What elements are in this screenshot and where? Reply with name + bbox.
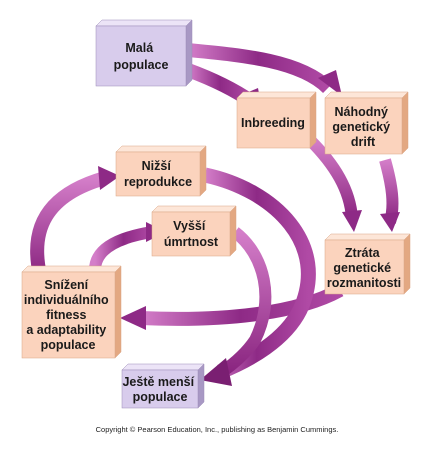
arrow-snizeni-to-vyssi [89, 226, 154, 271]
svg-text:Snížení individuálního: Snížení individuálního fitness a adaptab… [24, 278, 112, 352]
arrow-mala-to-drift [187, 43, 333, 94]
copyright-text: Copyright © Pearson Education, Inc., pub… [95, 425, 339, 434]
arrow-drift-to-ztrata [379, 158, 399, 224]
label-nizsi-1: Nižší [142, 159, 172, 173]
label-drift-2: genetický [332, 120, 390, 134]
label-snizeni-1: Snížení [44, 278, 88, 292]
label-nizsi-2: reprodukce [124, 175, 192, 189]
box-vyssi-umrtnost: Vyšší úmrtnost [151, 205, 237, 257]
arrowhead-ztrata-to-snizeni [120, 306, 146, 330]
label-mala-populace-1: Malá [125, 41, 153, 55]
label-snizeni-2: individuálního [24, 293, 109, 307]
label-mala-populace-2: populace [114, 58, 169, 72]
arrow-nizsi-to-jeste [203, 167, 316, 379]
label-drift-3: drift [351, 135, 376, 149]
svg-text:Vyšší úmrtnost: Vyšší úmrtnost [164, 219, 219, 249]
arrow-inbreeding-to-ztrata [305, 135, 358, 219]
svg-text:Malá populace: Malá populace [114, 41, 169, 72]
label-vyssi-2: úmrtnost [164, 235, 219, 249]
arrowhead-drift-to-ztrata [380, 212, 400, 232]
box-nahodny-drift: Náhodný genetický drift [324, 91, 409, 155]
box-snizeni-fitness: Snížení individuálního fitness a adaptab… [21, 265, 122, 359]
arrowhead-to-jeste [200, 358, 232, 386]
box-nizsi-reprodukce: Nižší reprodukce [115, 145, 207, 197]
label-jeste-2: populace [133, 390, 188, 404]
arrowhead-mala-to-drift [318, 70, 342, 96]
arrowhead-inbreeding-to-ztrata [342, 210, 362, 232]
label-snizeni-4: a adaptability [26, 323, 106, 337]
label-ztrata-1: Ztráta [345, 246, 381, 260]
arrow-vyssi-to-jeste [218, 227, 272, 377]
label-drift-1: Náhodný [335, 105, 389, 119]
label-ztrata-3: rozmanitosti [327, 276, 401, 290]
arrowhead-snizeni-to-nizsi [98, 166, 120, 190]
label-vyssi-1: Vyšší [173, 219, 206, 233]
svg-text:Ztráta genetické r: Ztráta genetické rozmanitosti [327, 246, 401, 290]
svg-text:Inbreeding: Inbreeding [241, 116, 305, 130]
svg-text:Náhodný genetický: Náhodný genetický drift [332, 105, 393, 149]
label-snizeni-3: fitness [46, 308, 86, 322]
label-jeste-1: Ještě menší [122, 375, 194, 389]
label-inbreeding: Inbreeding [241, 116, 305, 130]
box-jeste-mensi-populace: Ještě menší populace [121, 363, 205, 409]
svg-text:Nižší reprodukce: Nižší reprodukce [124, 159, 192, 189]
box-mala-populace: Malá populace [95, 19, 193, 87]
arrow-snizeni-to-nizsi [30, 171, 107, 277]
label-snizeni-5: populace [41, 338, 96, 352]
box-ztrata-rozmanitosti: Ztráta genetické rozmanitosti [324, 233, 411, 295]
label-ztrata-2: genetické [333, 261, 391, 275]
box-inbreeding: Inbreeding [236, 91, 317, 149]
svg-text:Ještě menší populace: Ještě menší populace [122, 375, 197, 404]
